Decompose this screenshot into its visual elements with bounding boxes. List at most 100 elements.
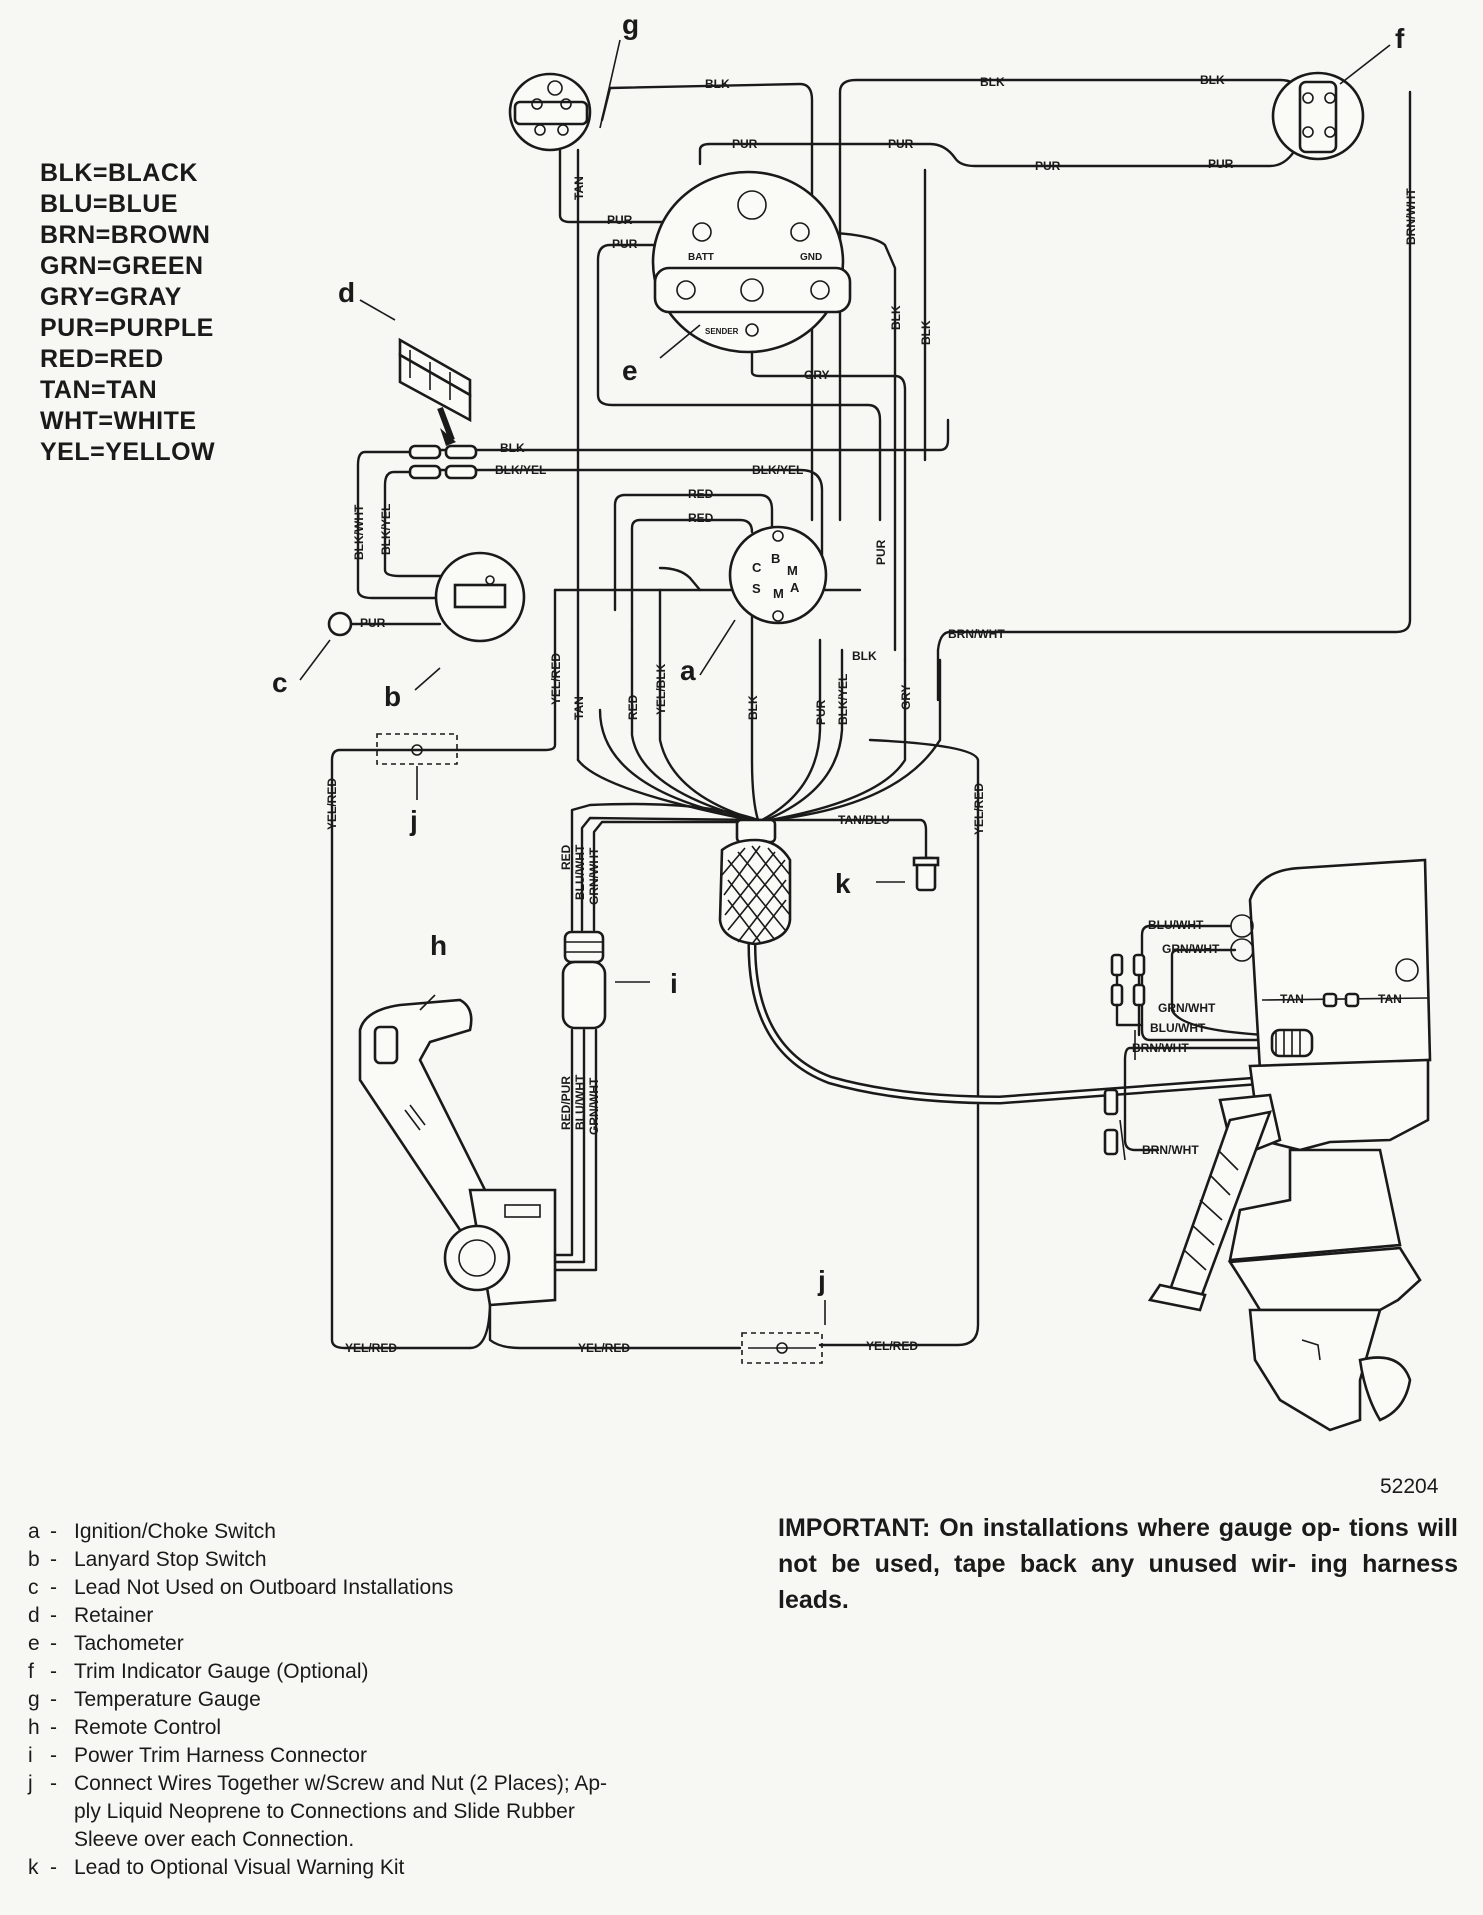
legend-item: c-Lead Not Used on Outboard Installation…	[28, 1574, 718, 1602]
temperature-gauge	[508, 72, 592, 152]
outboard-motor	[1103, 858, 1432, 1432]
wire-label-pur-6: PUR	[612, 237, 638, 251]
legend-item: ply Liquid Neoprene to Connections and S…	[28, 1798, 718, 1826]
wire-label-blk-vert-2: BLK	[919, 320, 933, 345]
legend-key	[28, 1826, 50, 1854]
switch-terminal-a: A	[790, 580, 800, 595]
legend-dash: -	[50, 1520, 57, 1543]
color-key-entry: BLU=BLUE	[40, 190, 179, 218]
wire-label-pur-vert-2: PUR	[814, 699, 828, 725]
legend-text: Temperature Gauge	[74, 1688, 261, 1711]
legend-dash: -	[50, 1856, 57, 1879]
legend-text: Connect Wires Together w/Screw and Nut (…	[74, 1772, 608, 1795]
wire-label-pur-2: PUR	[888, 137, 914, 151]
color-key-entry: WHT=WHITE	[40, 407, 197, 435]
lanyard-stop-switch	[434, 551, 526, 643]
legend-key: j	[28, 1772, 33, 1795]
wire-label-red-pur-vert: RED/PUR	[559, 1076, 573, 1130]
switch-terminal-s: S	[752, 581, 761, 596]
color-key-entry: PUR=PURPLE	[40, 314, 214, 342]
wire-label-pur-5: PUR	[607, 213, 633, 227]
wire-label-pur-3: PUR	[1035, 159, 1061, 173]
wire-label-yel-red-vert: YEL/RED	[549, 653, 563, 705]
legend-dash: -	[50, 1548, 57, 1571]
wire-labels-vertical: TAN BLK BLK BRN/WHT BLK/WHT BLK/YEL PUR …	[325, 176, 1418, 1135]
wire-label-blk-yel-2: BLK/YEL	[752, 463, 803, 477]
batt-terminal-label: BATT	[688, 252, 714, 263]
wire-label-blk-yel-vert-2: BLK/YEL	[836, 674, 850, 725]
wire-label-tan-vert: TAN	[572, 176, 586, 200]
color-key-entry: YEL=YELLOW	[40, 438, 216, 466]
callout-j-upper: j	[409, 805, 418, 836]
callout-c: c	[272, 667, 288, 698]
legend-key: c	[28, 1576, 39, 1599]
legend-text: ply Liquid Neoprene to Connections and S…	[74, 1800, 575, 1823]
wire-label-blk-wht-vert: BLK/WHT	[352, 504, 366, 560]
callout-a: a	[680, 655, 696, 686]
callout-i: i	[670, 968, 678, 999]
wire-label-blk-top-3: BLK	[1200, 73, 1225, 87]
legend-item: d-Retainer	[28, 1602, 718, 1630]
sender-terminal-label: SENDER	[705, 327, 739, 336]
callout-h: h	[430, 930, 447, 961]
callout-j-lower: j	[817, 1265, 826, 1296]
legend-text: Power Trim Harness Connector	[74, 1744, 367, 1767]
callout-d: d	[338, 277, 355, 308]
wire-label-blk-top: BLK	[705, 77, 730, 91]
wire-label-yel-red-vert-2: YEL/RED	[325, 778, 339, 830]
wire-label-grn-wht-vert-2: GRN/WHT	[587, 1077, 601, 1135]
legend-dash: -	[50, 1688, 57, 1711]
wire-label-blu-wht-vert-2: BLU/WHT	[573, 1074, 587, 1130]
legend-dash: -	[50, 1632, 57, 1655]
legend-item: i-Power Trim Harness Connector	[28, 1742, 718, 1770]
legend-key	[28, 1798, 50, 1826]
color-key-entry: RED=RED	[40, 345, 164, 373]
wire-labels: BLK BLK BLK PUR PUR PUR PUR PUR PUR GRY …	[345, 73, 1402, 1355]
legend-key: e	[28, 1632, 40, 1655]
wire-label-brn-wht-vert: BRN/WHT	[1404, 188, 1418, 245]
wire-label-grn-wht-motor-2: GRN/WHT	[1158, 1001, 1216, 1015]
harness-plug	[718, 818, 792, 946]
wire-label-brn-wht-motor-2: BRN/WHT	[1142, 1143, 1199, 1157]
callout-e: e	[622, 355, 638, 386]
wire-label-blk-top-2: BLK	[980, 75, 1005, 89]
legend-text: Trim Indicator Gauge (Optional)	[74, 1660, 369, 1683]
legend-text: Tachometer	[74, 1632, 184, 1655]
color-key-entry: TAN=TAN	[40, 376, 158, 404]
callout-k: k	[835, 868, 851, 899]
legend-item: j-Connect Wires Together w/Screw and Nut…	[28, 1770, 718, 1798]
wire-label-gry-vert: GRY	[899, 684, 913, 710]
wire-label-yel-blk-vert: YEL/BLK	[654, 663, 668, 715]
wire-label-tan-motor-2: TAN	[1378, 992, 1402, 1006]
wire-label-red-vert-2: RED	[559, 844, 573, 870]
legend-key: i	[28, 1744, 33, 1767]
legend-item: Sleeve over each Connection.	[28, 1826, 718, 1854]
legend-dash: -	[50, 1744, 57, 1767]
wire-label-grn-wht-motor: GRN/WHT	[1162, 942, 1220, 956]
ignition-choke-switch: B C M S M A	[728, 525, 828, 625]
wire-label-blk-yel-vert: BLK/YEL	[379, 504, 393, 555]
callout-b: b	[384, 681, 401, 712]
wire-label-yel-red-3: YEL/RED	[866, 1339, 918, 1353]
legend-dash: -	[50, 1660, 57, 1683]
wire-label-tan-blu: TAN/BLU	[838, 813, 890, 827]
callout-leaders	[299, 39, 1391, 1325]
wire-label-red-2: RED	[688, 511, 714, 525]
wire-label-pur-lead: PUR	[360, 616, 386, 630]
important-label: IMPORTANT:	[778, 1514, 931, 1542]
important-text: On installations where gauge op- tions w…	[778, 1514, 1458, 1614]
screw-connection-upper	[376, 733, 458, 765]
legend-text: Lead Not Used on Outboard Installations	[74, 1576, 454, 1599]
figure-number: 52204	[1380, 1475, 1439, 1498]
legend-key: d	[28, 1604, 40, 1627]
wire-label-blk-retainer: BLK	[500, 441, 525, 455]
wire-label-brn-wht-motor: BRN/WHT	[1132, 1041, 1189, 1055]
legend-text: Sleeve over each Connection.	[74, 1828, 355, 1851]
wire-label-grn-wht-vert: GRN/WHT	[587, 847, 601, 905]
switch-terminal-b: B	[771, 551, 780, 566]
switch-terminal-m-bottom: M	[773, 586, 784, 601]
legend-item: k-Lead to Optional Visual Warning Kit	[28, 1854, 718, 1882]
color-key-entry: BRN=BROWN	[40, 221, 211, 249]
